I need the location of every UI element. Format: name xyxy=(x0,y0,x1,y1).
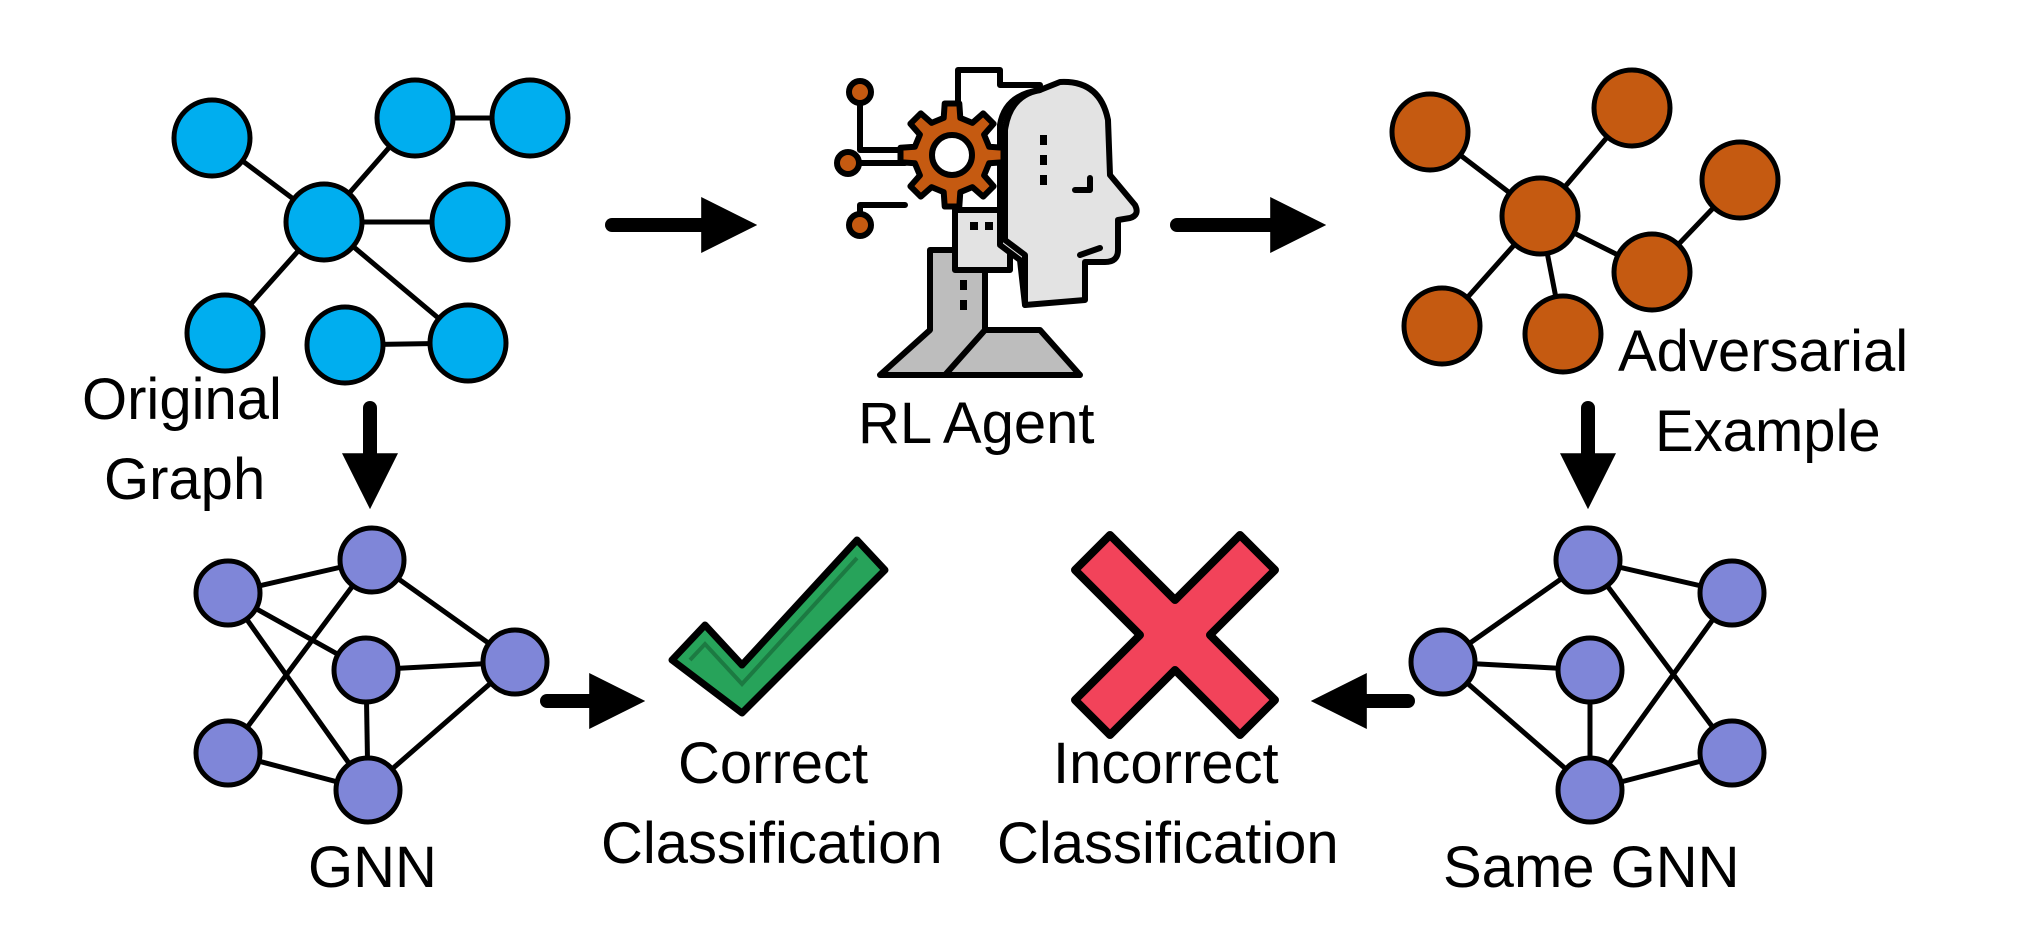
check-mark-icon xyxy=(668,536,889,717)
same-gnn-label: Same GNN xyxy=(1443,835,1740,900)
gnn-node xyxy=(333,755,403,825)
gnn-node xyxy=(331,635,401,705)
gnn-node xyxy=(193,718,263,788)
original-graph-node xyxy=(171,97,253,179)
same-gnn-network xyxy=(1408,525,1767,825)
adversarial-example-label-line2: Example xyxy=(1655,399,1881,464)
gnn-edge xyxy=(225,591,371,792)
adversarial-graph-node xyxy=(1401,285,1483,367)
same-gnn-edge xyxy=(1587,591,1735,792)
correct-classification-line1: Correct xyxy=(678,731,869,796)
original-graph-label-line1: Original xyxy=(82,367,282,432)
same-gnn-node xyxy=(1555,635,1625,705)
adversarial-graph-node xyxy=(1591,67,1673,149)
adversarial-graph-node xyxy=(1699,139,1781,221)
adversarial-graph xyxy=(1389,67,1781,375)
original-graph-node xyxy=(304,304,386,386)
gnn-edge xyxy=(225,558,375,755)
incorrect-classification-line2: Classification xyxy=(997,811,1339,876)
original-graph xyxy=(171,77,571,386)
same-gnn-node xyxy=(1555,755,1625,825)
original-graph-node xyxy=(429,181,511,263)
same-gnn-node xyxy=(1697,558,1767,628)
adversarial-graph-node xyxy=(1499,175,1581,257)
gnn-node xyxy=(480,627,550,697)
adversarial-graph-node xyxy=(1611,231,1693,313)
adversarial-graph-node xyxy=(1522,293,1604,375)
original-graph-label-line2: Graph xyxy=(104,447,266,512)
rl-agent-label: RL Agent xyxy=(858,391,1095,456)
original-graph-node xyxy=(283,181,365,263)
same-gnn-node xyxy=(1697,718,1767,788)
cross-mark-icon xyxy=(1071,531,1279,739)
adversarial-graph-node xyxy=(1389,91,1471,173)
original-graph-node xyxy=(489,77,571,159)
gnn-node xyxy=(337,525,407,595)
original-graph-node xyxy=(184,292,266,374)
arrows xyxy=(342,197,1616,729)
original-graph-node xyxy=(374,77,456,159)
incorrect-classification-line1: Incorrect xyxy=(1053,731,1279,796)
gnn-label: GNN xyxy=(308,835,437,900)
same-gnn-node xyxy=(1408,627,1478,697)
gnn-network xyxy=(193,525,550,825)
correct-classification-line2: Classification xyxy=(601,811,943,876)
gear-icon xyxy=(897,100,1007,210)
gnn-node xyxy=(193,558,263,628)
original-graph-node xyxy=(427,302,509,384)
same-gnn-edge xyxy=(1585,558,1735,755)
same-gnn-node xyxy=(1553,525,1623,595)
robot-head-icon xyxy=(834,67,1140,378)
adversarial-example-label-line1: Adversarial xyxy=(1618,319,1909,384)
